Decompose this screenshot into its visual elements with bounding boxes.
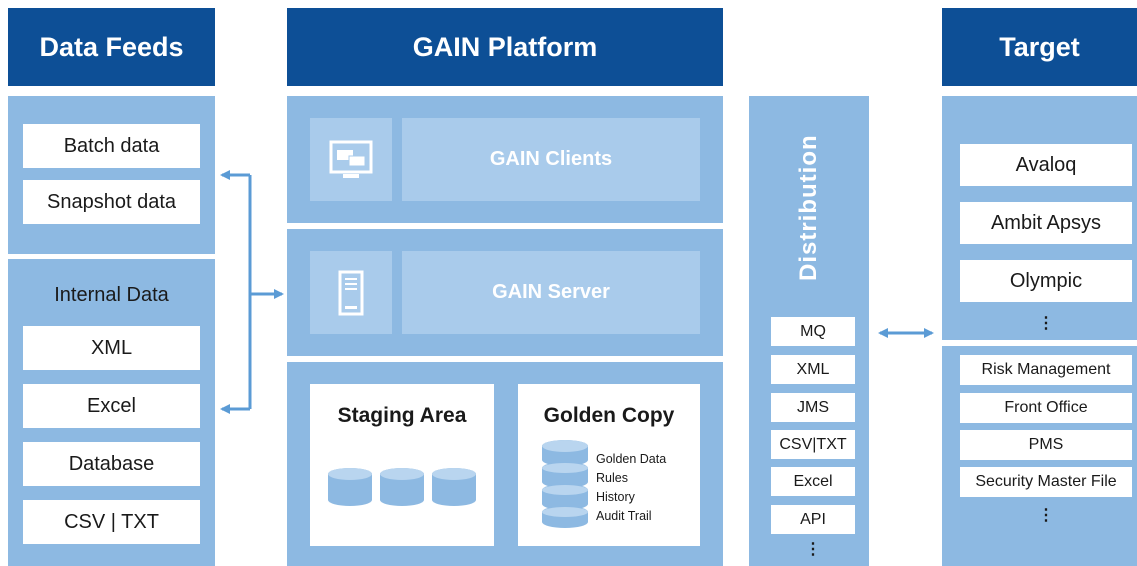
format-label: CSV|TXT [779,435,847,453]
format-more-icon: ⋮ [805,541,821,558]
target-title: Target [999,31,1080,62]
target-label: Avaloq [1015,153,1077,176]
format-api: API [771,505,855,534]
target-pms: PMS [960,430,1132,460]
gain-server-label: GAIN Server [492,281,610,303]
data-feeds-title: Data Feeds [39,31,184,62]
clients-icon-box [310,118,392,201]
internal-data-title: Internal Data [54,284,169,306]
format-label: MQ [800,322,826,340]
format-jms: JMS [771,393,855,422]
internal-label: Database [68,452,155,475]
target-avaloq: Avaloq [960,144,1132,186]
internal-label: CSV | TXT [64,510,159,533]
target-header: Target [942,8,1137,86]
target-label: Front Office [1004,399,1088,416]
staging-area-card: Staging Area [310,384,494,546]
internal-xml: XML [23,326,200,370]
format-label: XML [796,360,830,378]
format-xml: XML [771,355,855,384]
gain-server-lane: GAIN Server [402,251,700,334]
feed-label: Snapshot data [47,190,176,213]
feed-batch-data: Batch data [23,124,200,168]
feed-label: Batch data [63,134,160,157]
target-front-office: Front Office [960,393,1132,423]
target-label: Olympic [1009,269,1083,292]
platform-title: GAIN Platform [412,31,598,62]
external-feeds-panel [8,96,215,254]
database-icon [328,468,476,506]
golden-item: Audit Trail [596,509,652,523]
internal-label: Excel [87,394,136,417]
internal-excel: Excel [23,384,200,428]
golden-item: Rules [596,471,628,485]
feed-snapshot-data: Snapshot data [23,180,200,224]
target-risk-management: Risk Management [960,355,1132,385]
feeds-to-platform-arrow-icon [220,170,284,414]
database-icon [542,440,588,528]
target-systems-more-icon: ⋮ [1038,315,1054,332]
internal-csv-txt: CSV | TXT [23,500,200,544]
server-icon [338,270,364,315]
target-security-master-file: Security Master File [960,467,1132,497]
internal-database: Database [23,442,200,486]
format-mq: MQ [771,317,855,346]
monitor-icon [329,140,373,178]
internal-label: XML [90,336,133,359]
format-label: Excel [793,472,833,490]
data-feeds-header: Data Feeds [8,8,215,86]
format-label: API [800,510,826,528]
platform-to-distribution-chevron-icon [723,280,747,480]
staging-area-title: Staging Area [337,404,467,427]
golden-item: History [596,490,635,504]
server-icon-box [310,251,392,334]
target-olympic: Olympic [960,260,1132,302]
golden-item: Golden Data [596,452,667,466]
target-ambit-apsys: Ambit Apsys [960,202,1132,244]
format-csv-txt: CSV|TXT [771,430,855,459]
target-label: Ambit Apsys [990,211,1102,234]
golden-copy-list: Golden Data Rules History Audit Trail [596,450,666,526]
format-excel: Excel [771,467,855,496]
target-label: Security Master File [975,473,1117,490]
golden-copy-title: Golden Copy [543,404,675,427]
gain-clients-label: GAIN Clients [489,148,613,170]
target-label: PMS [1028,436,1064,453]
platform-header: GAIN Platform [287,8,723,86]
gain-clients-lane: GAIN Clients [402,118,700,201]
golden-copy-card: Golden Copy Golden Data Rules History Au… [518,384,700,546]
target-functions-more-icon: ⋮ [1038,507,1054,524]
format-label: JMS [797,398,829,416]
target-label: Risk Management [981,361,1111,378]
